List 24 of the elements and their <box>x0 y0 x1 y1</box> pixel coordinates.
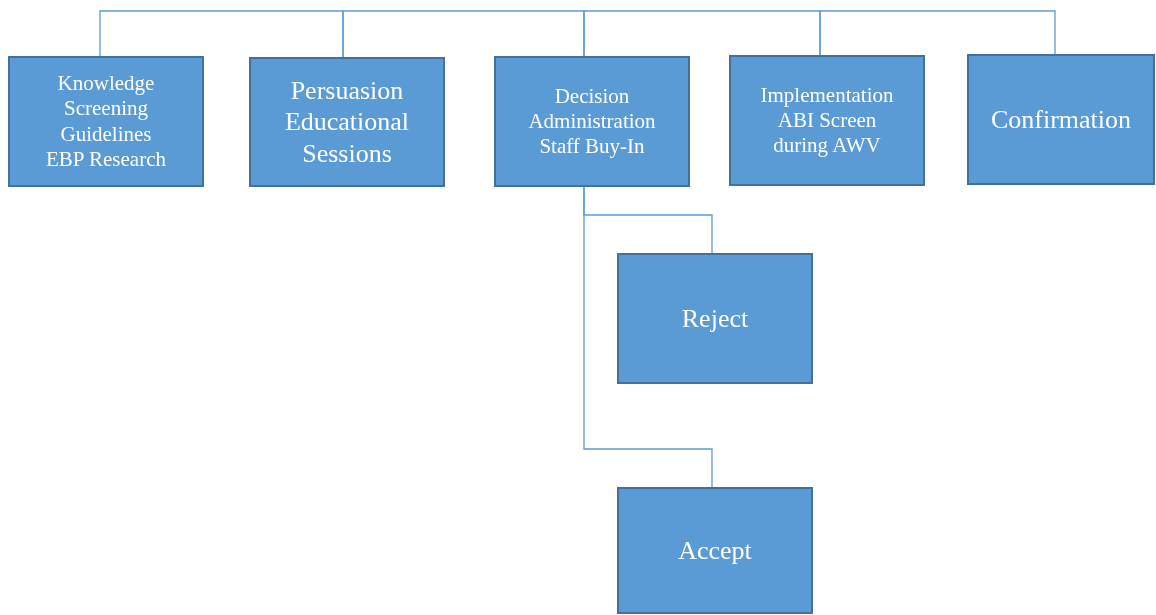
box-text: Decision <box>554 83 630 109</box>
process-box <box>617 253 813 384</box>
box-text: Confirmation <box>990 103 1132 136</box>
process-box <box>494 56 690 187</box>
box-text: Administration Staff Buy-In <box>527 108 657 160</box>
connector-line <box>583 10 821 57</box>
box-text: Screening Guidelines <box>59 96 153 147</box>
process-box <box>249 57 445 187</box>
connector-line <box>342 10 585 58</box>
box-text: Knowledge <box>57 71 155 97</box>
box-text: EBP Research <box>46 146 166 172</box>
process-box <box>967 54 1155 185</box>
connector-line <box>583 186 713 488</box>
connector-line <box>99 10 344 58</box>
box-text: ABI Screen during AWV <box>772 107 882 159</box>
box-text: Persuasion <box>290 75 404 107</box>
box-text: Reject <box>681 302 749 335</box>
connector-line <box>819 10 1056 56</box>
process-box <box>617 487 813 614</box>
process-box <box>729 55 925 186</box>
box-text: Educational Sessions <box>283 106 411 169</box>
box-text: Accept <box>678 534 752 567</box>
box-text: Implementation <box>760 82 894 108</box>
process-box <box>8 56 204 187</box>
